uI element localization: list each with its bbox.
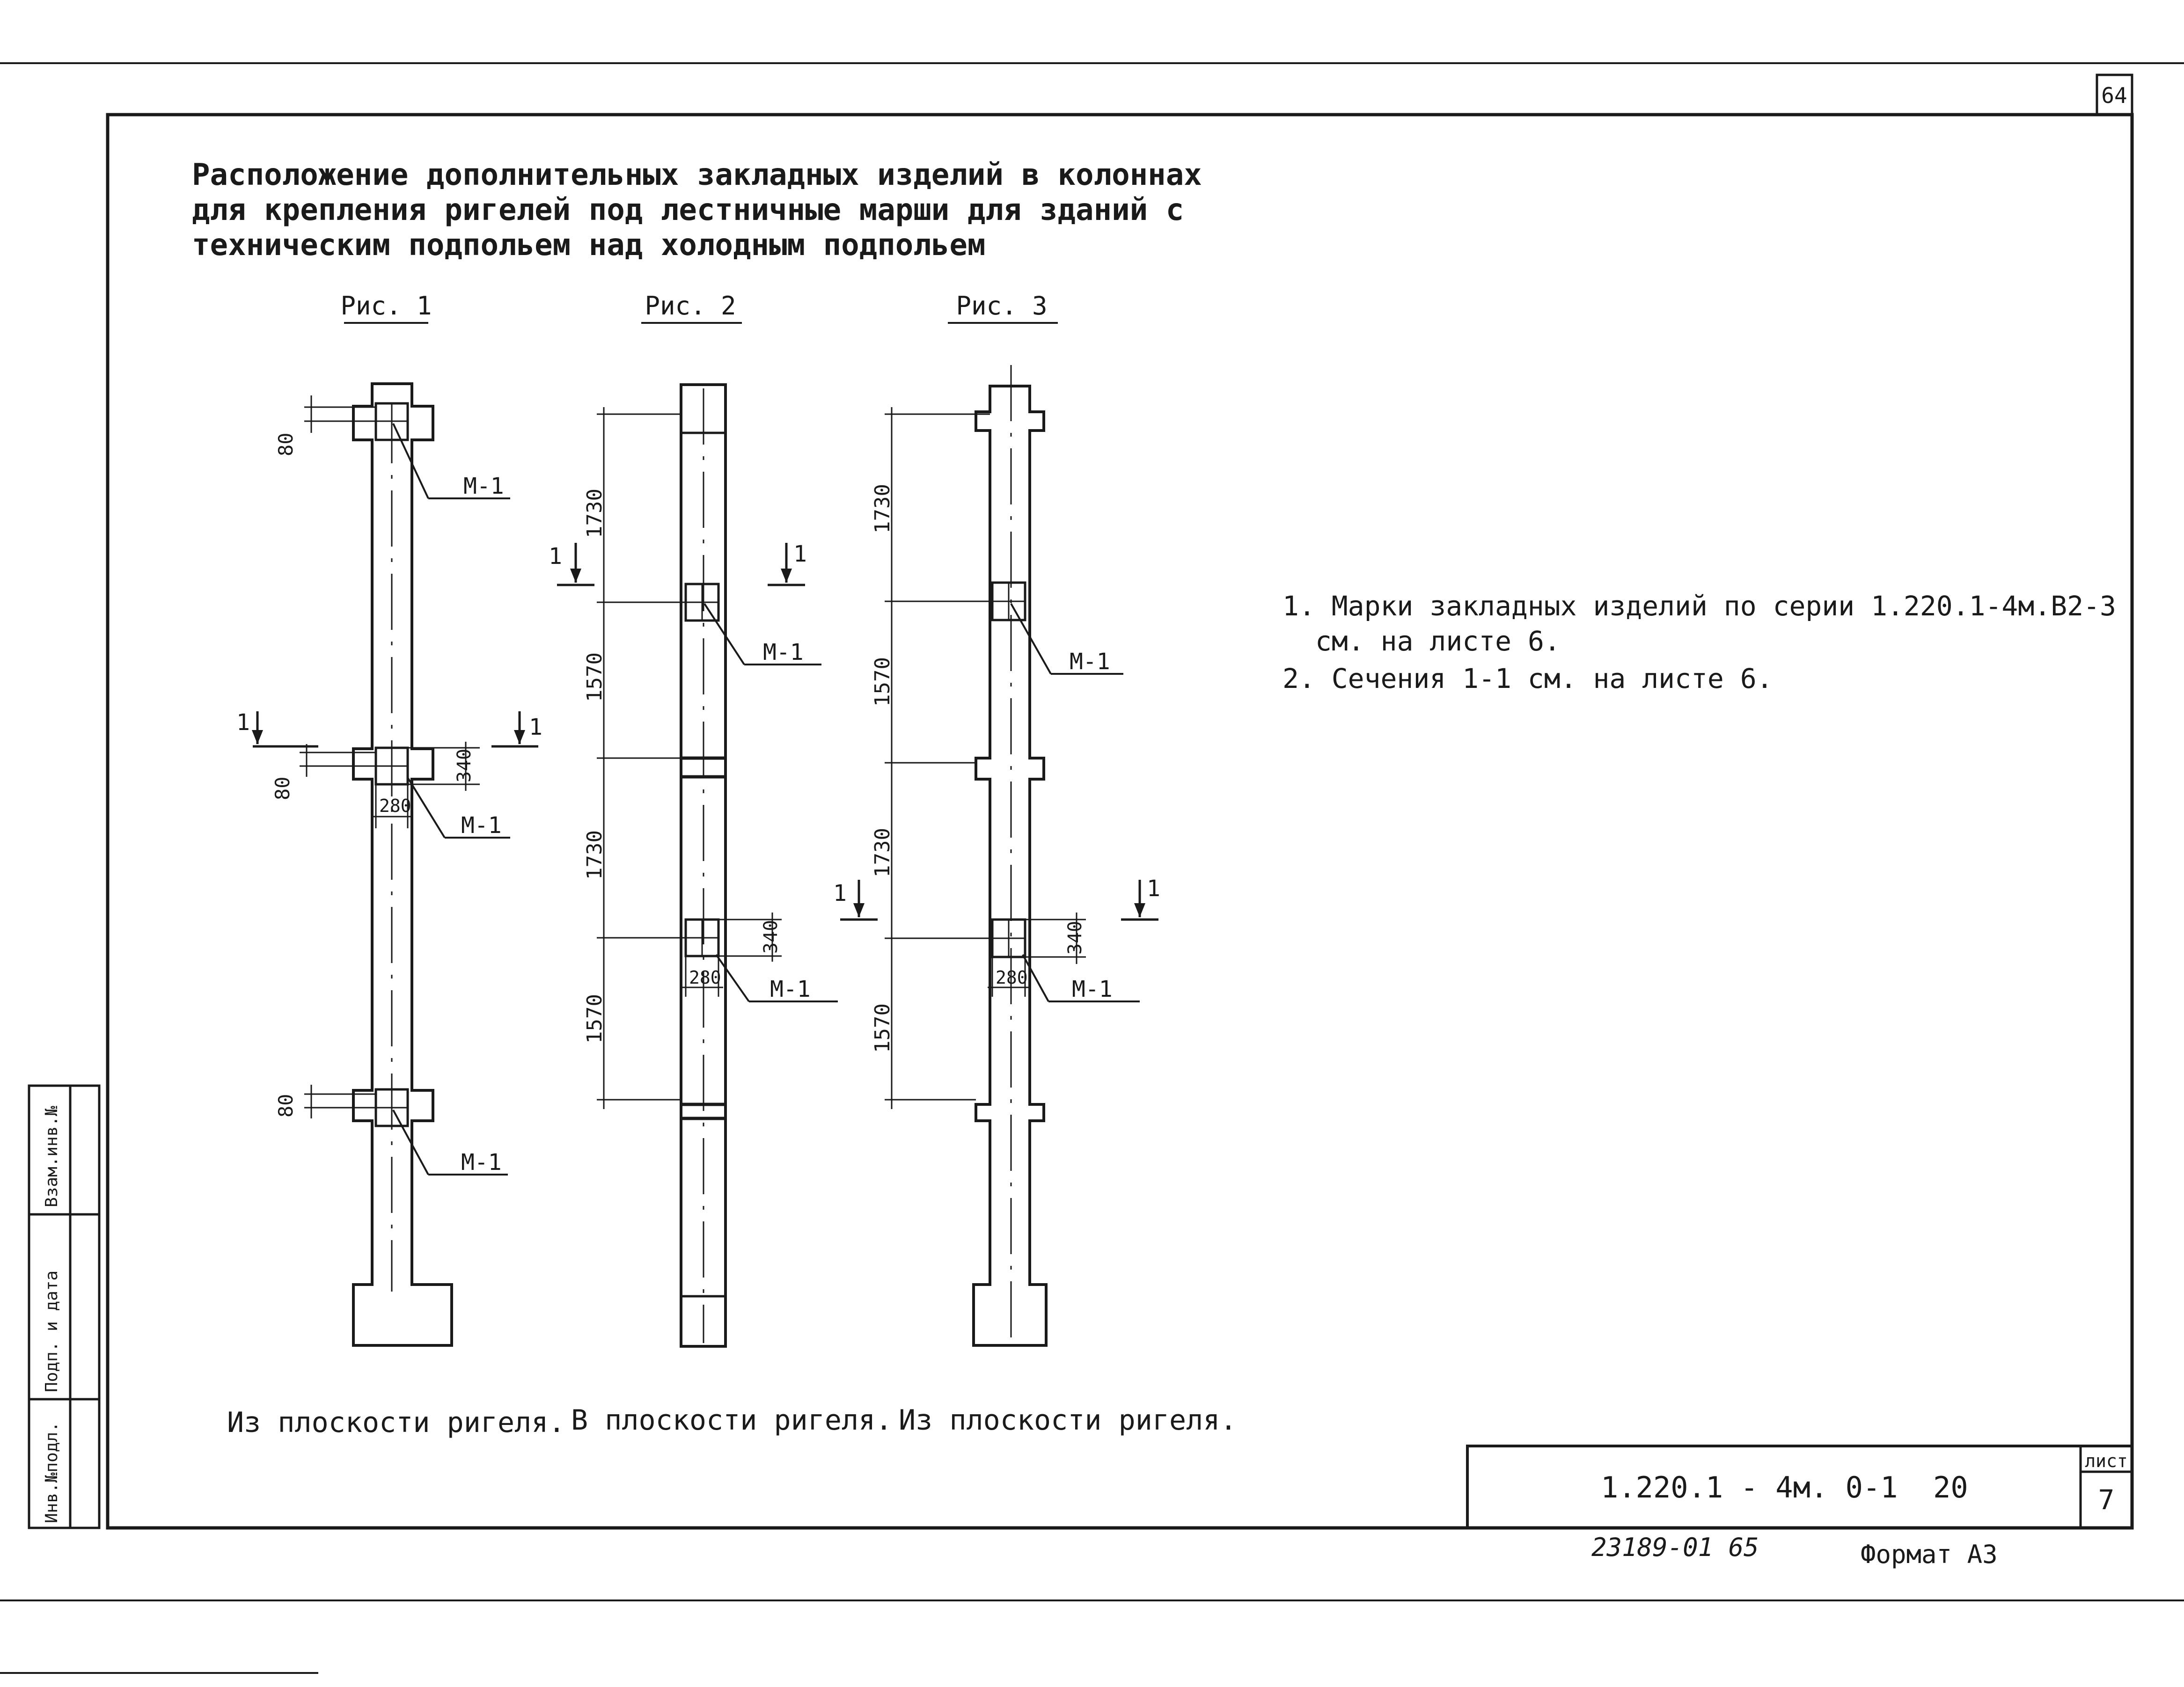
fig2-mark-m1-upper: М-1 bbox=[763, 639, 804, 665]
figure-2-label: Рис. 2 bbox=[645, 291, 736, 321]
fig2-section-mark-left: 1 bbox=[549, 543, 562, 570]
corner-number: 64 bbox=[2101, 83, 2127, 108]
title-block-number: 20 bbox=[1933, 1470, 1968, 1504]
title-block-sheet-number: 7 bbox=[2098, 1484, 2115, 1516]
figure-1-label: Рис. 1 bbox=[340, 291, 432, 321]
title-block: 1.220.1 - 4м. 0-1 20 лист 7 bbox=[1466, 1445, 2133, 1529]
stamp-signature-date: Подп. и дата bbox=[42, 1271, 61, 1392]
fig3-section-mark-right: 1 bbox=[1147, 876, 1160, 902]
figure-1-column: М-1 М-1 М-1 80 80 80 340 280 1 bbox=[236, 382, 542, 1347]
note-1-line-1: 1. Марки закладных изделий по серии 1.22… bbox=[1283, 590, 2116, 622]
stamp-replacement-inv: Взам.инв.№ bbox=[42, 1106, 61, 1207]
notes: 1. Марки закладных изделий по серии 1.22… bbox=[1283, 590, 2116, 694]
fig2-dim-1570-upper: 1570 bbox=[583, 652, 607, 702]
fig3-dim-1730-lower: 1730 bbox=[871, 828, 894, 877]
fig1-dim-340: 340 bbox=[454, 749, 475, 782]
corner-number-box bbox=[2096, 73, 2133, 116]
fig3-dim-280: 280 bbox=[996, 967, 1028, 988]
title-line-2: для крепления ригелей под лестничные мар… bbox=[192, 193, 1184, 227]
fig3-dim-1570-upper: 1570 bbox=[871, 657, 894, 707]
figure-1-caption: Из плоскости ригеля. bbox=[227, 1406, 565, 1439]
fig3-mark-m1-upper: М-1 bbox=[1070, 649, 1110, 675]
figure-3-caption: Из плоскости ригеля. bbox=[899, 1404, 1237, 1437]
title-block-code: 1.220.1 - 4м. 0-1 bbox=[1601, 1470, 1898, 1504]
figure-3-label: Рис. 3 bbox=[956, 291, 1047, 321]
side-stamp: Инв.№подл. Подп. и дата Взам.инв.№ bbox=[28, 1084, 101, 1529]
figure-2-column: М-1 М-1 1730 1570 1730 1570 340 280 1 1 bbox=[549, 383, 838, 1348]
note-2: 2. Сечения 1-1 см. на листе 6. bbox=[1283, 663, 1773, 694]
fig1-mark-m1-middle: М-1 bbox=[461, 812, 502, 839]
fig1-section-mark-left: 1 bbox=[236, 709, 250, 736]
fig1-section-mark-right: 1 bbox=[529, 714, 542, 740]
fig1-mark-m1-top: М-1 bbox=[463, 473, 504, 499]
figure-2-caption: В плоскости ригеля. bbox=[571, 1404, 892, 1437]
fig2-dim-1570-lower: 1570 bbox=[583, 994, 607, 1044]
fig1-dim-80-bottom: 80 bbox=[274, 1094, 297, 1117]
fig2-dim-1730-lower: 1730 bbox=[583, 830, 607, 880]
fig3-dim-340: 340 bbox=[1064, 921, 1086, 955]
fig2-mark-m1-lower: М-1 bbox=[770, 976, 811, 1002]
fig3-section-mark-left: 1 bbox=[833, 880, 847, 906]
fig3-dim-1730-upper: 1730 bbox=[871, 484, 894, 533]
figure-3-column: М-1 М-1 1730 1570 1730 1570 340 280 1 1 bbox=[833, 365, 1160, 1348]
drawing-frame bbox=[106, 113, 2134, 1530]
fig2-dim-1730-upper: 1730 bbox=[583, 489, 607, 538]
title-line-3: техническим подпольем над холодным подпо… bbox=[192, 228, 985, 263]
fig1-mark-m1-bottom: М-1 bbox=[461, 1149, 502, 1176]
title-line-1: Расположение дополнительных закладных из… bbox=[192, 158, 1202, 192]
fig2-dim-280: 280 bbox=[689, 967, 721, 988]
fig3-dim-1570-lower: 1570 bbox=[871, 1003, 894, 1053]
title-block-sheet-label: лист bbox=[2085, 1451, 2128, 1471]
fig2-dim-340: 340 bbox=[760, 920, 782, 954]
fig2-section-mark-right: 1 bbox=[793, 541, 807, 567]
fig1-dim-280: 280 bbox=[379, 796, 411, 816]
sheet-format: Формат А3 bbox=[1861, 1540, 1998, 1569]
fig3-mark-m1-lower: М-1 bbox=[1072, 976, 1113, 1002]
stamp-inv-original: Инв.№подл. bbox=[42, 1422, 61, 1523]
fig1-dim-80-top: 80 bbox=[274, 432, 297, 456]
inventory-number: 23189-01 65 bbox=[1591, 1533, 1759, 1562]
fig1-dim-80-middle: 80 bbox=[271, 776, 294, 800]
drawing-title: Расположение дополнительных закладных из… bbox=[192, 158, 1202, 263]
note-1-line-2: см. на листе 6. bbox=[1315, 625, 1561, 657]
